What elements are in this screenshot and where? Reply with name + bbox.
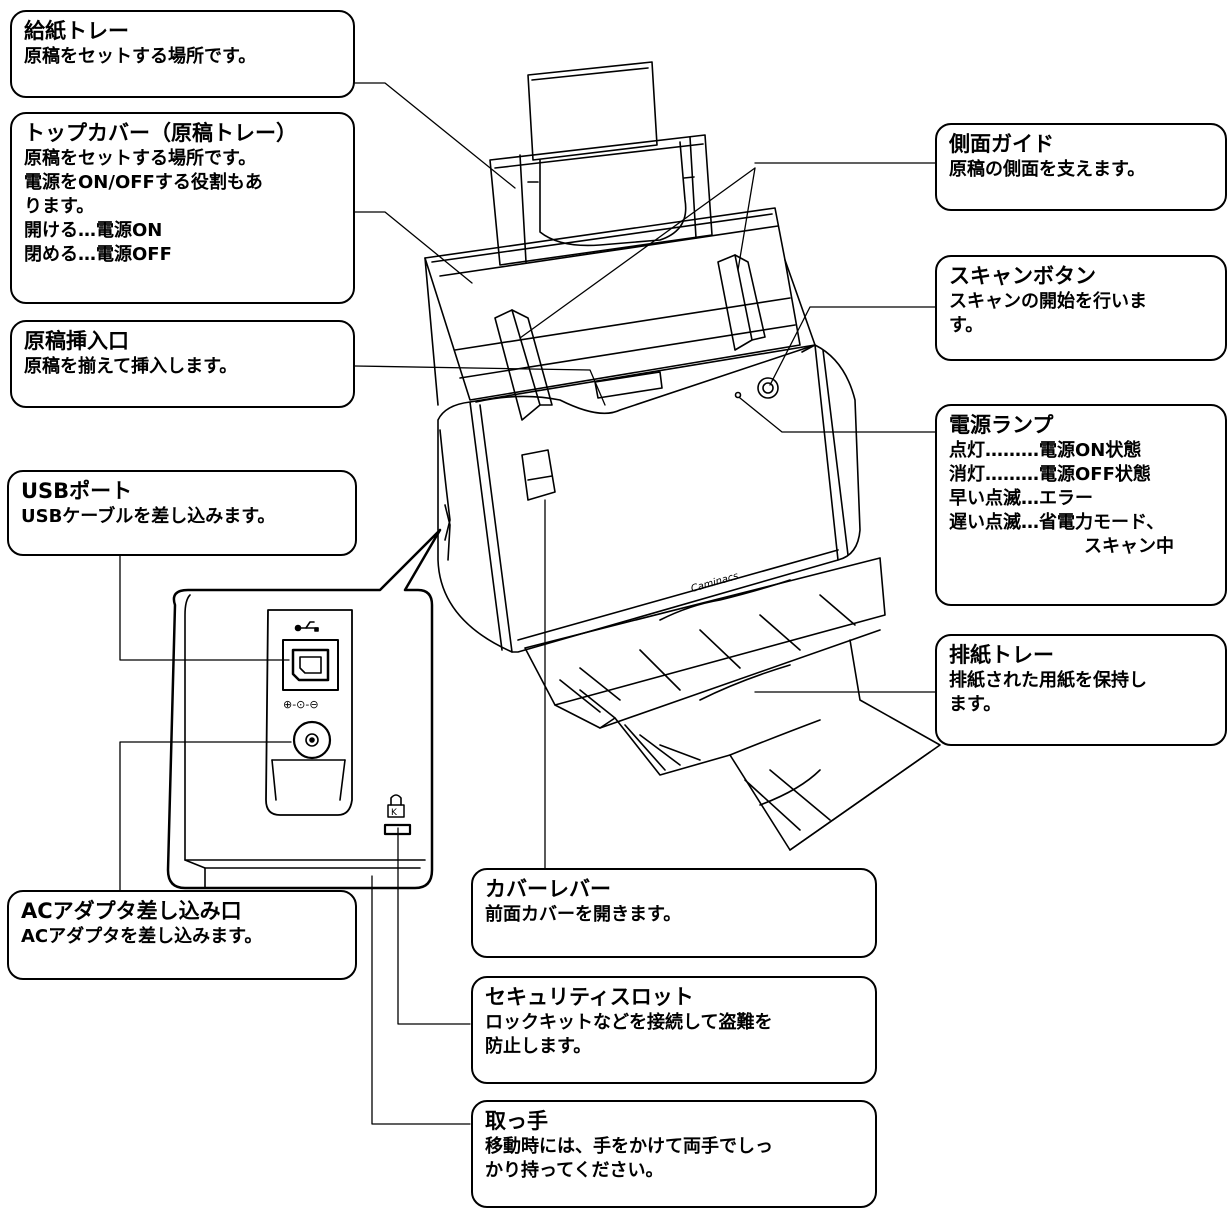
callout-title: スキャンボタン bbox=[949, 264, 1096, 288]
callout-desc: USBケーブルを差し込みます。 bbox=[21, 506, 276, 527]
callout-desc: ます。 bbox=[949, 694, 1002, 715]
callout-title: ACアダプタ差し込み口 bbox=[21, 899, 242, 923]
callout-desc: 原稿をセットする場所です。 bbox=[24, 46, 257, 67]
scanner-body bbox=[437, 344, 861, 653]
callout-ac-adapter-port: ACアダプタ差し込み口 ACアダプタを差し込みます。 bbox=[7, 890, 357, 980]
feed-tray-extension bbox=[527, 61, 658, 161]
top-cover bbox=[424, 207, 816, 406]
callout-output-tray: 排紙トレー 排紙された用紙を保持し ます。 bbox=[935, 634, 1227, 746]
callout-title: セキュリティスロット bbox=[485, 985, 694, 1009]
polarity-symbol: ⊕-⊙-⊖ bbox=[283, 698, 319, 711]
callout-title: カバーレバー bbox=[485, 877, 611, 901]
output-tray-extension bbox=[614, 639, 941, 851]
lamp-meaning: エラー bbox=[1039, 488, 1093, 509]
callout-document-slot: 原稿挿入口 原稿を揃えて挿入します。 bbox=[10, 320, 355, 408]
callout-desc: 前面カバーを開きます。 bbox=[485, 904, 682, 925]
side-guide-left bbox=[494, 309, 553, 421]
lamp-state: 点灯……… bbox=[949, 440, 1039, 461]
lamp-row-continued: スキャン中 bbox=[1084, 536, 1174, 557]
callout-desc: かり持ってください。 bbox=[485, 1160, 664, 1181]
brand-logo: Caminacs bbox=[690, 571, 740, 595]
callout-desc: 原稿をセットする場所です。 bbox=[24, 148, 257, 169]
callout-handle: 取っ手 移動時には、手をかけて両手でしっ かり持ってください。 bbox=[471, 1100, 877, 1208]
callout-desc: 原稿の側面を支えます。 bbox=[949, 159, 1146, 180]
side-guide-right bbox=[717, 254, 766, 351]
callout-desc: ACアダプタを差し込みます。 bbox=[21, 926, 263, 947]
callout-feed-tray: 給紙トレー 原稿をセットする場所です。 bbox=[10, 10, 355, 98]
lamp-state: 早い点滅… bbox=[949, 488, 1039, 509]
lamp-state: 遅い点滅… bbox=[949, 512, 1039, 533]
callout-desc: す。 bbox=[949, 315, 984, 336]
lamp-row: 早い点滅…エラー bbox=[949, 487, 1215, 511]
callout-top-cover: トップカバー（原稿トレー） 原稿をセットする場所です。 電源をON/OFFする役… bbox=[10, 112, 355, 304]
callout-title: 取っ手 bbox=[485, 1109, 548, 1133]
callout-desc: 原稿を揃えて挿入します。 bbox=[24, 356, 238, 377]
side-panel-zoom: ⊕-⊙-⊖ K bbox=[166, 528, 442, 890]
callout-cover-lever: カバーレバー 前面カバーを開きます。 bbox=[471, 868, 877, 958]
lamp-state: 消灯……… bbox=[949, 464, 1039, 485]
callout-desc: 電源をON/OFFする役割もあ bbox=[24, 172, 263, 193]
callout-power-lamp: 電源ランプ 点灯………電源ON状態 消灯………電源OFF状態 早い点滅…エラー … bbox=[935, 404, 1227, 606]
callout-desc: 防止します。 bbox=[485, 1036, 592, 1057]
callout-title: 原稿挿入口 bbox=[24, 329, 129, 353]
callout-usb-port: USBポート USBケーブルを差し込みます。 bbox=[7, 470, 357, 556]
svg-text:K: K bbox=[391, 808, 398, 818]
callout-title: 給紙トレー bbox=[24, 19, 129, 43]
callout-desc: 移動時には、手をかけて両手でしっ bbox=[485, 1136, 773, 1157]
callout-desc: ります。 bbox=[24, 196, 95, 217]
lamp-meaning: 省電力モード、 bbox=[1039, 512, 1165, 533]
callout-title: トップカバー（原稿トレー） bbox=[24, 121, 297, 145]
callout-title: USBポート bbox=[21, 479, 133, 503]
lamp-meaning: 電源ON状態 bbox=[1039, 440, 1142, 461]
leader-lines bbox=[119, 82, 936, 1125]
callout-security-slot: セキュリティスロット ロックキットなどを接続して盗難を 防止します。 bbox=[471, 976, 877, 1084]
callout-desc: ロックキットなどを接続して盗難を bbox=[485, 1012, 773, 1033]
feed-tray bbox=[489, 134, 713, 266]
callout-title: 排紙トレー bbox=[949, 643, 1054, 667]
callout-side-guide: 側面ガイド 原稿の側面を支えます。 bbox=[935, 123, 1227, 211]
callout-desc: 開ける…電源ON bbox=[24, 220, 163, 241]
lamp-meaning: 電源OFF状態 bbox=[1039, 464, 1151, 485]
lamp-row: 遅い点滅…省電力モード、 bbox=[949, 511, 1215, 535]
callout-desc: 排紙された用紙を保持し bbox=[949, 670, 1147, 691]
lamp-row: 消灯………電源OFF状態 bbox=[949, 463, 1215, 487]
callout-title: 電源ランプ bbox=[949, 413, 1054, 437]
callout-title: 側面ガイド bbox=[949, 132, 1054, 156]
callout-scan-button: スキャンボタン スキャンの開始を行いま す。 bbox=[935, 255, 1227, 361]
lamp-row: 点灯………電源ON状態 bbox=[949, 439, 1215, 463]
callout-desc: スキャンの開始を行いま bbox=[949, 291, 1147, 312]
callout-desc: 閉める…電源OFF bbox=[24, 244, 172, 265]
